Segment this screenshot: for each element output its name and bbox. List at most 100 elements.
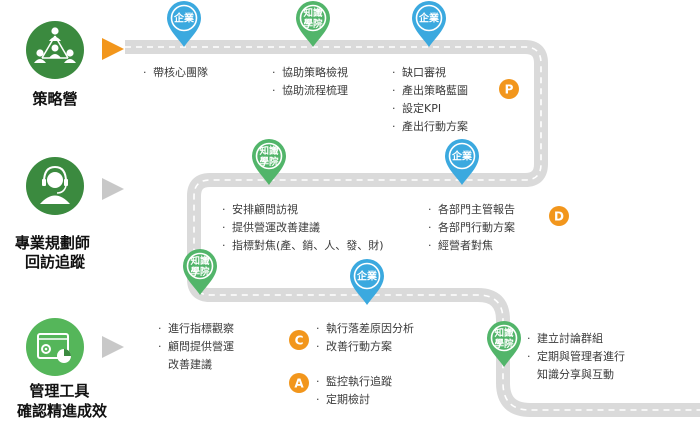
bullet-dot: · xyxy=(222,221,226,234)
pdca-badges: P D C A xyxy=(289,79,569,393)
stage-label-line: 回訪追蹤 xyxy=(25,253,86,271)
pin-ring xyxy=(255,142,283,170)
stage-label: 策略營 xyxy=(31,90,77,108)
bullet-item: 指標對焦(產、銷、人、發、財) xyxy=(232,238,384,252)
bullet-dot: · xyxy=(428,221,432,234)
bullet-item: 產出行動方案 xyxy=(402,119,468,133)
stage-arrow-idle xyxy=(102,178,124,200)
stage-arrow-active xyxy=(102,38,124,60)
enterprise-pin: 企業 xyxy=(350,259,384,305)
management-tools-icon xyxy=(37,333,71,363)
bullet-item: 改善行動方案 xyxy=(326,339,392,353)
bullet-item: 監控執行追蹤 xyxy=(326,374,392,388)
stage-strategy-camp: 策略營 xyxy=(26,21,124,108)
bullet-dot: · xyxy=(392,84,396,97)
bullet-item: 經營者對焦 xyxy=(438,238,493,252)
bullet-dot: · xyxy=(392,66,396,79)
bullet-item: 各部門主管報告 xyxy=(438,202,515,216)
bullet-dot: · xyxy=(316,375,320,388)
stage-arrow-idle xyxy=(102,336,124,358)
pin-label: 知識學院 xyxy=(302,7,323,30)
pin-label-line: 學院 xyxy=(190,266,210,278)
team-network-icon xyxy=(34,27,76,63)
svg-text:C: C xyxy=(295,334,304,348)
bullet-item: 知識分享與互動 xyxy=(537,367,614,381)
pin-label-line: 企業 xyxy=(451,150,473,163)
bullet-item: 協助流程梳理 xyxy=(282,83,348,97)
stage-label-line: 策略營 xyxy=(31,90,77,108)
pin-body xyxy=(487,321,521,367)
bullet-dot: · xyxy=(392,120,396,133)
pdca-badge-check: C xyxy=(289,330,309,350)
bullet-dot: · xyxy=(158,340,162,353)
bullet-item: 提供營運改善建議 xyxy=(232,220,320,234)
bullet-item: 各部門行動方案 xyxy=(438,220,515,234)
academy-pin: 知識學院 xyxy=(252,139,286,185)
bullet-item: 執行落差原因分析 xyxy=(326,321,414,335)
map-pins: 企業 知識學院 企業 知識學院 企業 知識學院 企業 知識學院 xyxy=(167,1,521,367)
academy-pin: 知識學院 xyxy=(183,249,217,295)
bullet-item: 協助策略檢視 xyxy=(282,65,348,79)
pin-ring xyxy=(299,4,327,32)
management-tools-icon-circle xyxy=(26,318,84,376)
pin-label-line: 知識 xyxy=(302,7,323,19)
pin-body xyxy=(412,1,446,47)
bullet-dot: · xyxy=(143,66,147,79)
pin-label: 企業 xyxy=(173,12,195,25)
stage-label-line: 管理工具 xyxy=(29,382,89,400)
pdca-badge-act: A xyxy=(289,373,309,393)
bullet-dot: · xyxy=(428,239,432,252)
pin-body xyxy=(350,259,384,305)
pin-label-line: 企業 xyxy=(173,12,195,25)
academy-pin: 知識學院 xyxy=(487,321,521,367)
pin-body xyxy=(296,1,330,47)
bullet-list-core-team: ·帶核心團隊 xyxy=(143,65,208,79)
pin-label-line: 學院 xyxy=(259,156,279,168)
bullet-item: 改善建議 xyxy=(168,357,212,371)
svg-text:A: A xyxy=(294,377,304,391)
pin-ring xyxy=(186,252,214,280)
bullet-list-department-report: · 各部門主管報告 · 各部門行動方案 · 經營者對焦 xyxy=(428,202,515,252)
bullet-dot: · xyxy=(222,239,226,252)
pdca-badge-plan: P xyxy=(499,79,519,99)
pin-ring xyxy=(353,262,381,290)
bullet-list-strategy-review: · 協助策略檢視 · 協助流程梳理 xyxy=(272,65,348,97)
bullet-dot: · xyxy=(527,332,531,345)
pin-label: 知識學院 xyxy=(493,327,514,350)
pin-label: 知識學院 xyxy=(258,145,279,168)
pin-body xyxy=(183,249,217,295)
pin-label-line: 學院 xyxy=(303,18,323,30)
pin-label-line: 知識 xyxy=(189,255,210,267)
pdca-badge-do: D xyxy=(549,206,569,226)
pin-label-line: 知識 xyxy=(493,327,514,339)
stage-consultant-followup: 專業規劃師 回訪追蹤 xyxy=(15,157,124,271)
bullet-dot: · xyxy=(222,203,226,216)
pin-ring xyxy=(448,142,476,170)
bullet-item: 定期檢討 xyxy=(326,392,370,406)
svg-text:P: P xyxy=(505,83,514,97)
pin-body xyxy=(252,139,286,185)
stage-management-tools: 管理工具 確認精進成效 xyxy=(16,318,124,420)
pin-ring xyxy=(490,324,518,352)
bullet-item: 進行指標觀察 xyxy=(168,321,234,335)
stage-label-line: 確認精進成效 xyxy=(16,402,108,420)
bullet-dot: · xyxy=(316,340,320,353)
stage-label: 管理工具 確認精進成效 xyxy=(16,382,108,420)
bullet-item: 顧問提供營運 xyxy=(168,339,234,353)
pin-body xyxy=(167,1,201,47)
bullet-dot: · xyxy=(272,66,276,79)
svg-text:D: D xyxy=(554,210,564,224)
bullet-item: 產出策略藍圖 xyxy=(402,83,468,97)
bullet-list-gap-review: ·缺口審視·產出策略藍圖·設定KPI·產出行動方案 xyxy=(392,65,468,133)
pin-label: 企業 xyxy=(451,150,473,163)
bullet-dot: · xyxy=(428,203,432,216)
bullet-list-consultant-visit: ·安排顧問訪視·提供營運改善建議·指標對焦(產、銷、人、發、財) xyxy=(222,202,384,252)
pin-body xyxy=(445,139,479,185)
pin-ring xyxy=(170,4,198,32)
bullet-item: 建立討論群組 xyxy=(537,331,603,345)
pin-label: 知識學院 xyxy=(189,255,210,278)
enterprise-pin: 企業 xyxy=(167,1,201,47)
bullet-dot: · xyxy=(272,84,276,97)
